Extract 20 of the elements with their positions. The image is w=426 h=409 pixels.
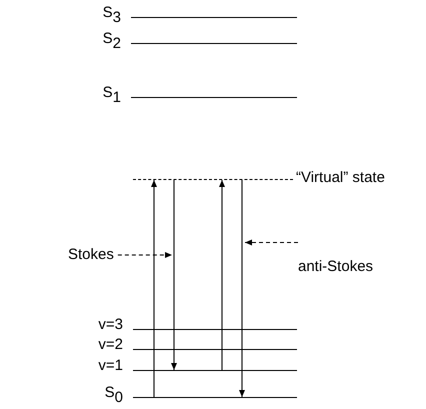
leader-arrow <box>117 252 172 258</box>
transition-arrow <box>219 180 225 370</box>
transition-arrow <box>151 180 157 398</box>
energy-level-line <box>131 43 297 44</box>
annotation-text: Stokes <box>68 246 114 264</box>
transition-arrow <box>171 180 177 370</box>
transition-arrow <box>239 180 245 398</box>
energy-level-line <box>133 397 297 398</box>
level-label: v=2 <box>98 337 123 353</box>
level-label: v=3 <box>98 317 123 333</box>
leader-arrow <box>244 240 298 246</box>
energy-level-line <box>133 349 297 350</box>
energy-level-line <box>131 17 297 18</box>
annotation-text: anti-Stokes <box>298 242 374 276</box>
energy-level-line <box>133 370 297 371</box>
energy-level-line <box>133 329 297 330</box>
energy-level-line <box>131 97 297 98</box>
level-label: “Virtual” state <box>296 170 385 186</box>
level-label: v=1 <box>98 358 123 374</box>
virtual-level-line <box>133 179 293 180</box>
